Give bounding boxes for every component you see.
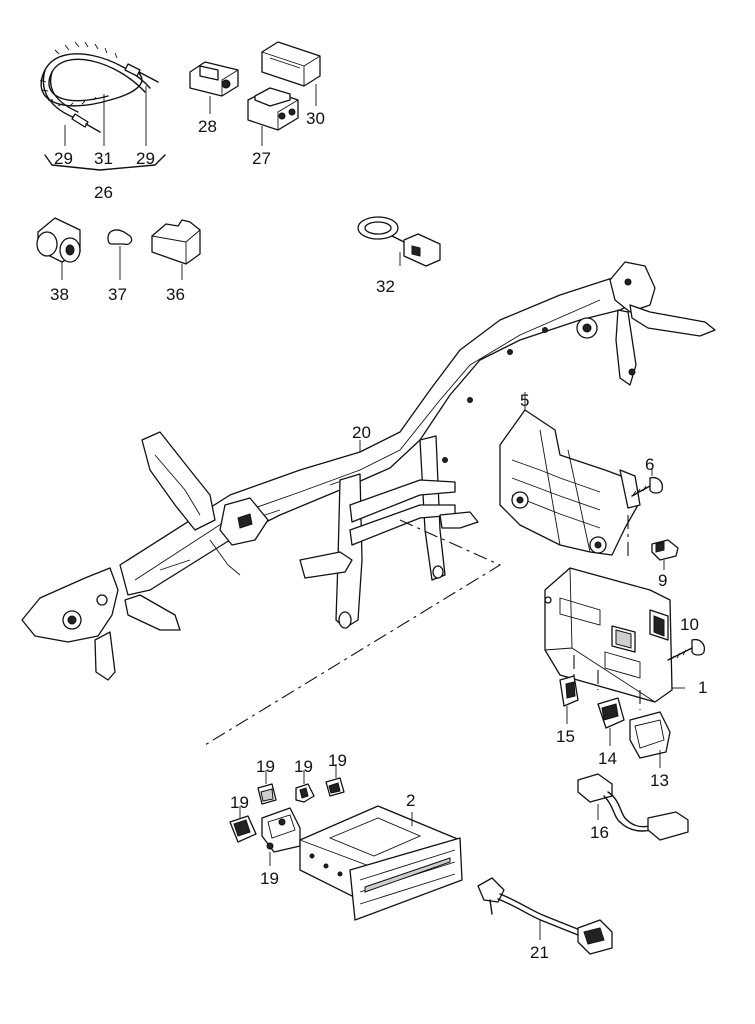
callout-9: 9 <box>658 571 667 590</box>
control-unit-part-1[interactable] <box>544 567 673 703</box>
callout-2: 2 <box>406 791 415 810</box>
socket-part-19-e[interactable] <box>261 807 301 853</box>
callout-21: 21 <box>530 943 549 962</box>
connector-part-19-b[interactable] <box>295 783 315 803</box>
callout-38: 38 <box>50 285 69 304</box>
callout-6: 6 <box>645 455 654 474</box>
callout-30: 30 <box>306 109 325 128</box>
callout-29-b: 29 <box>136 149 155 168</box>
callout-32: 32 <box>376 277 395 296</box>
relay-part-19-a[interactable] <box>257 783 277 805</box>
callout-20: 20 <box>352 423 371 442</box>
connector-part-14[interactable] <box>597 697 625 729</box>
connector-pin-part-29-left[interactable] <box>71 113 101 133</box>
connector-part-28[interactable] <box>189 61 239 97</box>
mounting-bracket-part-5[interactable] <box>499 409 641 556</box>
tube-connector-part-38[interactable] <box>36 217 81 263</box>
cross-member-part-20[interactable] <box>21 261 716 681</box>
connector-part-19-d[interactable] <box>229 815 257 843</box>
connector-part-13[interactable] <box>629 711 671 759</box>
callout-26: 26 <box>94 183 113 202</box>
coiled-cable-part-31[interactable] <box>39 41 151 119</box>
callout-29-a: 29 <box>54 149 73 168</box>
group-bracket-26 <box>44 154 166 171</box>
radio-unit-part-2[interactable] <box>299 805 463 921</box>
callout-13: 13 <box>650 771 669 790</box>
callout-16: 16 <box>590 823 609 842</box>
sensor-cable-part-21[interactable] <box>477 877 613 955</box>
connector-part-19-c[interactable] <box>325 777 345 797</box>
wiring-harness-part-16[interactable] <box>577 773 689 841</box>
callout-19-d: 19 <box>230 793 249 812</box>
callout-5: 5 <box>520 391 529 410</box>
callout-36: 36 <box>166 285 185 304</box>
callout-28: 28 <box>198 117 217 136</box>
callout-19-b: 19 <box>294 757 313 776</box>
callout-15: 15 <box>556 727 575 746</box>
cover-cap-part-36[interactable] <box>151 219 201 265</box>
connector-cover-part-30[interactable] <box>261 41 321 87</box>
callout-37: 37 <box>108 285 127 304</box>
callout-19-e: 19 <box>260 869 279 888</box>
callout-31: 31 <box>94 149 113 168</box>
callout-19-c: 19 <box>328 751 347 770</box>
callout-19-a: 19 <box>256 757 275 776</box>
callout-14: 14 <box>598 749 617 768</box>
screw-part-10[interactable] <box>667 638 706 661</box>
leader-line <box>204 519 502 746</box>
ring-connector-part-32[interactable] <box>357 216 441 267</box>
connector-housing-part-27[interactable] <box>247 87 299 131</box>
clip-part-9[interactable] <box>651 539 679 561</box>
callout-10: 10 <box>680 615 699 634</box>
screw-part-6[interactable] <box>631 476 664 497</box>
connector-part-15[interactable] <box>559 675 579 707</box>
connector-pin-part-29-right[interactable] <box>124 63 159 83</box>
callout-27: 27 <box>252 149 271 168</box>
plug-part-37[interactable] <box>107 229 133 246</box>
callout-1: 1 <box>698 678 707 697</box>
